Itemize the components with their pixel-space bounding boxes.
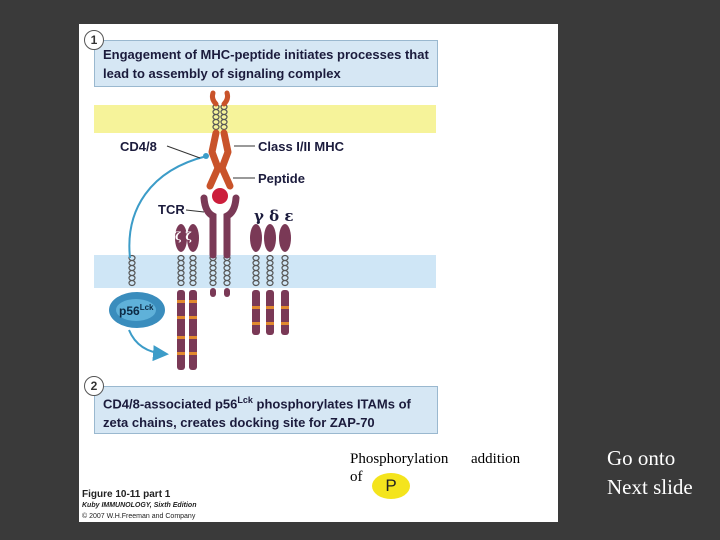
p56-lck-kinase-inner xyxy=(116,299,156,321)
cytoplasmic-tail xyxy=(281,290,289,335)
itam-motif xyxy=(266,306,274,309)
caption-line2: Kuby IMMUNOLOGY, Sixth Edition xyxy=(82,502,197,509)
step2-number: 2 xyxy=(84,376,104,396)
cd48-tip xyxy=(203,153,209,159)
peptide xyxy=(212,188,228,204)
cytoplasmic-tails xyxy=(177,288,289,370)
step2-text: CD4/8-associated p56Lck phosphorylates I… xyxy=(103,391,431,432)
phosphorylation-arrow xyxy=(128,329,169,362)
cd3-epsilon-oval xyxy=(279,224,291,252)
itam-motif xyxy=(177,300,185,303)
step2-text-sup: Lck xyxy=(237,395,253,405)
zeta-chain-oval xyxy=(175,224,187,252)
membrane-coil xyxy=(128,254,136,287)
membrane-coil xyxy=(281,254,289,287)
of-word: of xyxy=(350,469,363,485)
itam-motif xyxy=(252,306,260,309)
tcr-leader xyxy=(185,209,205,213)
step2-text-post: phosphorylates ITAMs of zeta chains, cre… xyxy=(103,396,411,431)
cytoplasmic-tail xyxy=(252,290,260,335)
step2-text-pre: CD4/8-associated p56 xyxy=(103,396,238,412)
itam-motif xyxy=(189,300,197,303)
cd48-label: CD4/8 xyxy=(120,139,157,154)
cd3-delta-oval xyxy=(264,224,276,252)
membrane-coil xyxy=(266,254,274,287)
tcr-stub xyxy=(224,288,230,297)
itam-motif xyxy=(252,322,260,325)
itam-motif xyxy=(177,352,185,355)
caption-line1: Figure 10-11 part 1 xyxy=(82,489,171,500)
cd48-molecule xyxy=(128,155,208,259)
membrane-coil xyxy=(252,254,260,287)
itam-motif xyxy=(177,336,185,339)
step1-text: Engagement of MHC-peptide initiates proc… xyxy=(103,47,429,81)
step1-box: Engagement of MHC-peptide initiates proc… xyxy=(94,40,438,87)
itam-motif xyxy=(281,306,289,309)
peptide-label: Peptide xyxy=(258,171,305,186)
zeta-chain-oval xyxy=(187,224,199,252)
membrane-coil xyxy=(189,254,197,287)
itam-motif xyxy=(281,322,289,325)
membrane-coil xyxy=(177,254,185,287)
lck-text: Lck xyxy=(139,303,154,312)
itam-motif xyxy=(189,316,197,319)
itam-motif xyxy=(177,316,185,319)
mhc-label: Class I/II MHC xyxy=(258,139,344,154)
mhc-molecule xyxy=(206,90,234,190)
itam-motif xyxy=(189,352,197,355)
upper-membrane xyxy=(94,105,436,133)
p56-label: p56Lck xyxy=(119,303,153,318)
cytoplasmic-tail xyxy=(189,290,197,370)
cytoplasmic-tail xyxy=(177,290,185,370)
membrane-coil xyxy=(209,254,217,287)
phosphate-symbol: P xyxy=(372,473,410,499)
step2-box: CD4/8-associated p56Lck phosphorylates I… xyxy=(94,386,438,434)
membrane-coil xyxy=(220,103,228,131)
tcr-stub xyxy=(210,288,216,297)
figure-caption: Figure 10-11 part 1 Kuby IMMUNOLOGY, Six… xyxy=(82,489,196,522)
itam-motif xyxy=(266,322,274,325)
step1-number: 1 xyxy=(84,30,104,50)
itam-motif xyxy=(189,336,197,339)
cd3-gamma-oval xyxy=(250,224,262,252)
transmembrane-coils xyxy=(128,103,289,287)
sidenote-line2: Next slide xyxy=(607,475,693,499)
lower-membrane xyxy=(94,255,436,288)
caption-line3: © 2007 W.H.Freeman and Company xyxy=(82,513,196,520)
cd48-leader xyxy=(166,145,201,159)
tcr-label: TCR xyxy=(158,202,185,217)
membrane-coil xyxy=(223,254,231,287)
cytoplasmic-tail xyxy=(266,290,274,335)
phosphorylation-word: Phosphorylation xyxy=(350,451,449,467)
tcr-dimer xyxy=(200,194,240,259)
addition-word: addition xyxy=(471,451,521,467)
zeta-label: ζ ζ xyxy=(175,230,192,243)
p56-text: p56 xyxy=(119,304,140,318)
sidenote-line1: Go onto xyxy=(607,446,676,470)
cd3-greek-label: γ δ ε xyxy=(254,207,294,225)
membrane-coil xyxy=(212,103,220,131)
